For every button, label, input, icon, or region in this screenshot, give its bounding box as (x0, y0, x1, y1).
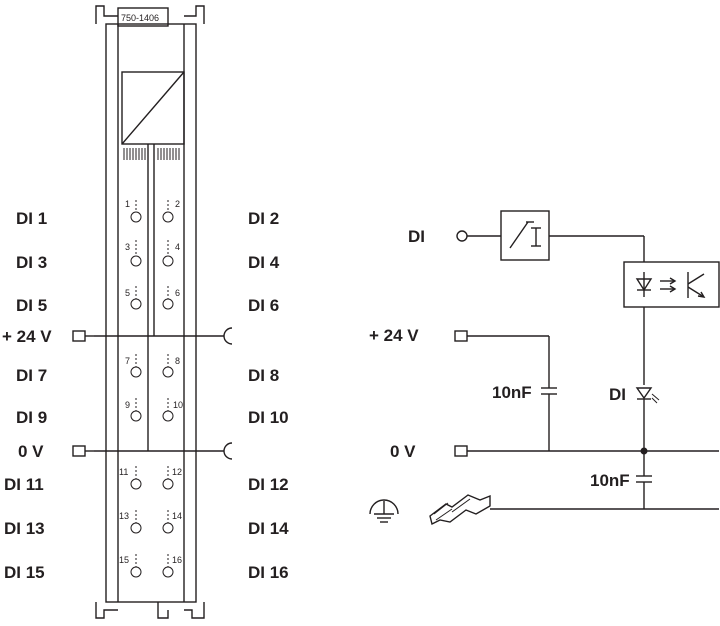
circuit-di-input-label: DI (408, 227, 425, 246)
earth-ground-icon (369, 499, 399, 523)
capacitor-1-label: 10nF (492, 383, 532, 402)
circuit-zero-v-label: 0 V (390, 442, 416, 461)
label-di-9: DI 9 (16, 408, 47, 427)
module-body: 750-1406 (72, 5, 233, 619)
terminal-number: 6 (175, 288, 180, 298)
label-plus-24v: + 24 V (2, 327, 52, 346)
label-di-7: DI 7 (16, 366, 47, 385)
terminal-number: 3 (125, 242, 130, 252)
connector-pins (123, 148, 180, 160)
terminal-number: 9 (125, 400, 130, 410)
terminal-number: 14 (172, 511, 182, 521)
terminals: 1 2 3 4 5 6 7 8 9 10 11 12 13 14 15 16 (119, 199, 183, 578)
label-di-6: DI 6 (248, 296, 279, 315)
label-di-1: DI 1 (16, 209, 47, 228)
terminal-number: 13 (119, 511, 129, 521)
terminal-number: 4 (175, 242, 180, 252)
terminal-number: 10 (173, 400, 183, 410)
terminal-number: 11 (119, 467, 128, 477)
terminal-number: 2 (175, 199, 180, 209)
terminal-number: 15 (119, 555, 129, 565)
label-zero-v: 0 V (18, 442, 44, 461)
label-di-15: DI 15 (4, 563, 45, 582)
right-labels: DI 2 DI 4 DI 6 DI 8 DI 10 DI 12 DI 14 DI… (248, 209, 289, 582)
circuit-led-label: DI (609, 385, 626, 404)
left-labels: DI 1 DI 3 DI 5 + 24 V DI 7 DI 9 0 V DI 1… (2, 209, 52, 582)
circuit-plus24-label: + 24 V (369, 326, 419, 345)
terminal-number: 12 (172, 467, 182, 477)
input-filter-block (500, 210, 550, 261)
label-di-2: DI 2 (248, 209, 279, 228)
label-di-5: DI 5 (16, 296, 47, 315)
label-di-11: DI 11 (4, 475, 44, 494)
label-di-4: DI 4 (248, 253, 280, 272)
optocoupler (623, 261, 720, 308)
label-di-3: DI 3 (16, 253, 47, 272)
circuit-diagram: DI DI + 24 V (369, 210, 720, 526)
terminal-number: 5 (125, 288, 130, 298)
module-model-label: 750-1406 (121, 13, 159, 23)
terminal-number: 7 (125, 356, 130, 366)
label-di-8: DI 8 (248, 366, 279, 385)
capacitor-2-label: 10nF (590, 471, 630, 490)
label-di-14: DI 14 (248, 519, 289, 538)
label-di-12: DI 12 (248, 475, 289, 494)
din-rail-icon (429, 494, 491, 526)
terminal-number: 8 (175, 356, 180, 366)
label-di-10: DI 10 (248, 408, 289, 427)
label-di-16: DI 16 (248, 563, 289, 582)
terminal-number: 16 (172, 555, 182, 565)
terminal-number: 1 (125, 199, 130, 209)
label-di-13: DI 13 (4, 519, 45, 538)
